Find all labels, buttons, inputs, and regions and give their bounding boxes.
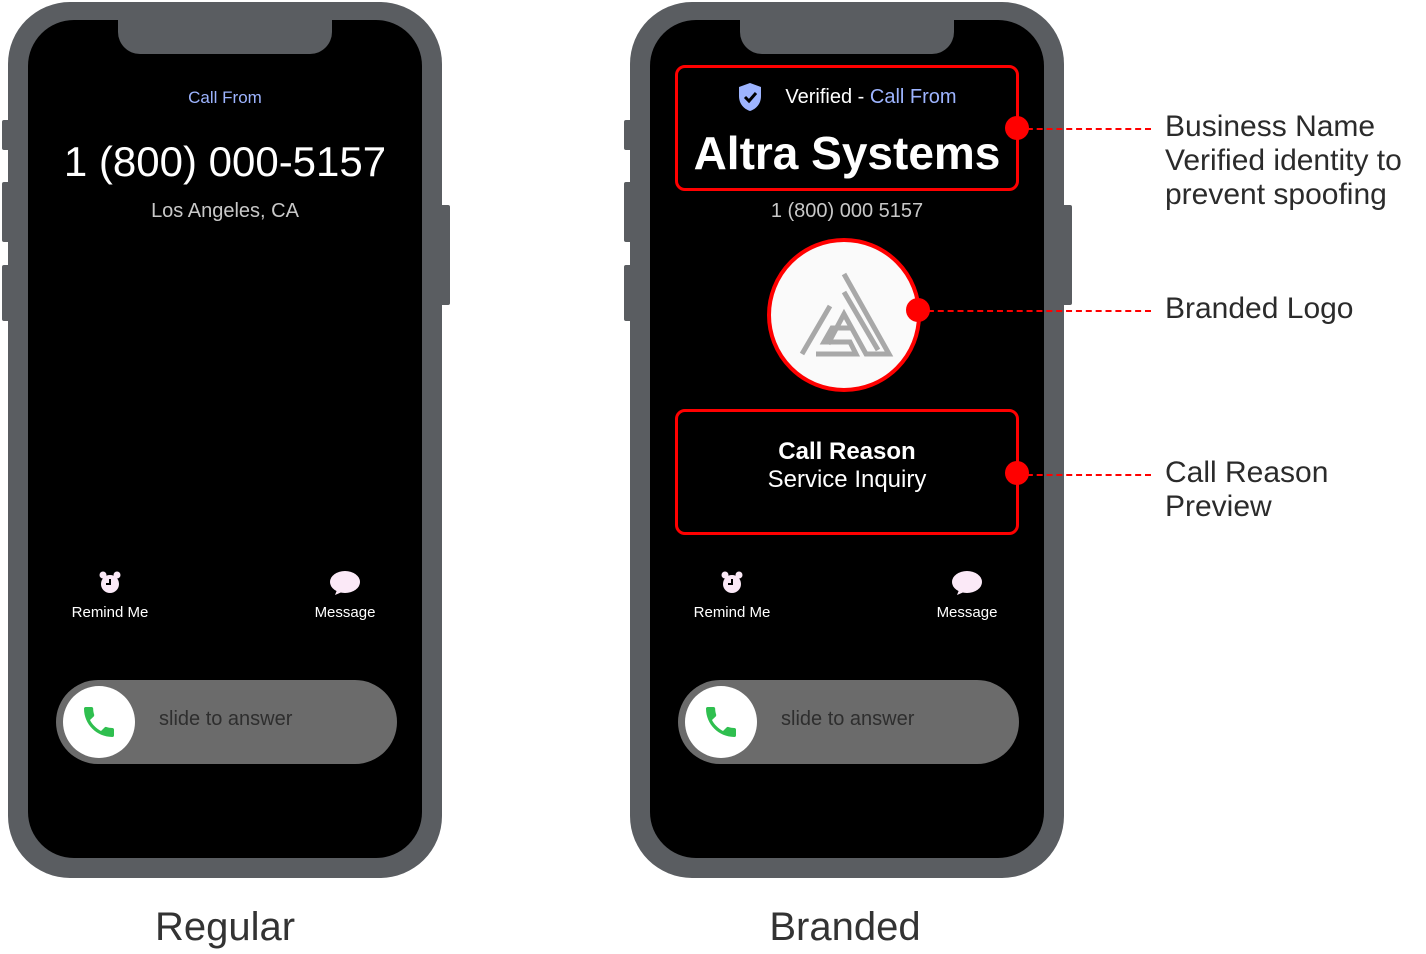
power-button — [1062, 205, 1072, 305]
phone-icon — [84, 707, 114, 737]
annotation-line: Verified identity to — [1165, 144, 1402, 177]
caller-location: Los Angeles, CA — [151, 200, 299, 222]
message-bubble-icon — [330, 571, 360, 595]
answer-knob[interactable] — [685, 686, 757, 758]
logo-annotation: Branded Logo — [1165, 292, 1354, 326]
business-name-highlight — [675, 65, 1019, 191]
notch — [118, 20, 332, 54]
slide-to-answer-slider[interactable]: slide to answer — [56, 680, 397, 764]
logo-marker — [906, 298, 930, 322]
slide-label: slide to answer — [781, 708, 915, 730]
remind-me-label: Remind Me — [71, 604, 149, 621]
business-name-leader — [1017, 128, 1151, 130]
message-label: Message — [314, 604, 376, 621]
call-reason-annotation: Call Reason Preview — [1165, 456, 1328, 524]
call-reason-leader — [1017, 474, 1151, 476]
annotation-line: Preview — [1165, 490, 1272, 523]
volume-up-button — [624, 182, 632, 242]
branded-phone: Verified - Call From Altra Systems 1 (80… — [630, 2, 1064, 878]
volume-down-button — [2, 265, 10, 321]
remind-me-button[interactable]: Remind Me — [50, 570, 170, 621]
regular-screen: Call From 1 (800) 000-5157 Los Angeles, … — [28, 20, 422, 858]
logo-leader — [918, 310, 1151, 312]
call-reason-highlight — [675, 409, 1019, 535]
branded-caption: Branded — [769, 905, 921, 949]
call-from-label: Call From — [188, 88, 262, 107]
remind-me-label: Remind Me — [693, 604, 771, 621]
regular-phone: Call From 1 (800) 000-5157 Los Angeles, … — [8, 2, 442, 878]
power-button — [440, 205, 450, 305]
slide-label: slide to answer — [159, 708, 293, 730]
phone-icon — [706, 707, 736, 737]
mute-switch — [624, 120, 632, 150]
call-reason-title: Call Reason — [778, 438, 916, 465]
caller-number: 1 (800) 000-5157 — [63, 138, 387, 185]
notch — [740, 20, 954, 54]
call-reason-marker — [1005, 461, 1029, 485]
mute-switch — [2, 120, 10, 150]
regular-caption: Regular — [154, 905, 296, 949]
call-reason-text: Service Inquiry — [767, 466, 927, 493]
volume-down-button — [624, 265, 632, 321]
annotation-line: Call Reason — [1165, 456, 1329, 489]
message-label: Message — [936, 604, 998, 621]
branded-screen: Verified - Call From Altra Systems 1 (80… — [650, 20, 1044, 858]
volume-up-button — [2, 182, 10, 242]
business-name-annotation: Business Name Verified identity to preve… — [1165, 110, 1402, 212]
verified-label: Verified — [785, 85, 853, 108]
remind-me-button[interactable]: Remind Me — [672, 570, 792, 621]
annotation-line: prevent spoofing — [1165, 178, 1387, 211]
message-button[interactable]: Message — [285, 570, 405, 621]
alarm-clock-icon — [721, 571, 743, 593]
message-button[interactable]: Message — [907, 570, 1027, 621]
business-name: Altra Systems — [693, 127, 1001, 179]
call-from-label: Call From — [869, 85, 957, 108]
message-bubble-icon — [952, 571, 982, 595]
caller-number: 1 (800) 000 5157 — [770, 200, 924, 222]
verified-shield-icon — [739, 83, 762, 111]
annotation-line: Business Name — [1165, 110, 1376, 143]
verified-header: Verified - Call From — [650, 82, 1044, 112]
business-name-marker — [1005, 116, 1029, 140]
annotation-line: Branded Logo — [1165, 292, 1354, 325]
brand-logo — [767, 238, 921, 392]
answer-knob[interactable] — [63, 686, 135, 758]
alarm-clock-icon — [99, 571, 121, 593]
altra-logo-icon — [799, 272, 894, 357]
slide-to-answer-slider[interactable]: slide to answer — [678, 680, 1019, 764]
separator: - — [852, 85, 870, 108]
